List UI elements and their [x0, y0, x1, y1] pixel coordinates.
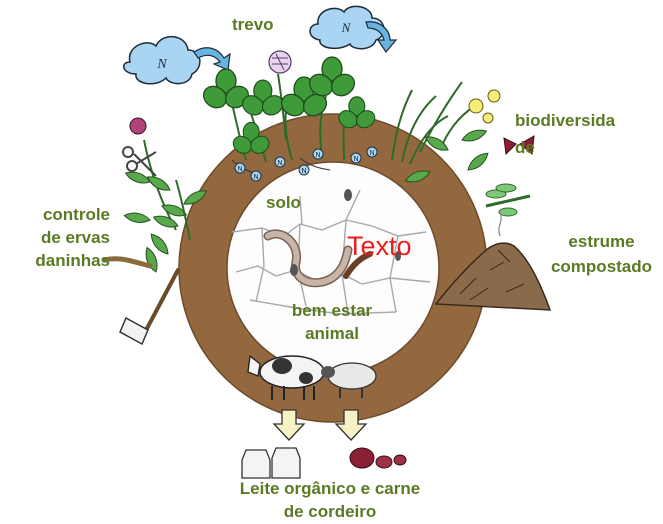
- products-label-line1: Leite orgânico e carne: [200, 478, 460, 499]
- thistle-plant-icon: [124, 118, 188, 230]
- clover-flower-icon: [269, 51, 291, 73]
- cloud-letter: N: [156, 57, 167, 72]
- milk-carton-icon: [242, 448, 300, 478]
- biodiversity-label-line2: de: [515, 137, 535, 158]
- biodiversity-label-line1: biodiversida: [515, 110, 615, 131]
- nitrogen-cloud-icon: N: [124, 37, 200, 84]
- compost-label-line1: estrume: [540, 231, 663, 252]
- lamb-meat-icon: [350, 448, 406, 468]
- animal-welfare-label-line2: animal: [272, 323, 392, 344]
- products-label-line2: de cordeiro: [200, 501, 460, 522]
- weed-control-label-line1: controle: [0, 204, 110, 225]
- animal-welfare-label-line1: bem estar: [272, 300, 392, 321]
- compost-label-line2: compostado: [540, 256, 663, 277]
- soil-label: solo: [266, 192, 301, 213]
- weed-control-label-line2: de ervas: [0, 227, 110, 248]
- dragonfly-icon: [486, 184, 530, 216]
- hoe-tool-icon: [104, 259, 178, 344]
- clover-label: trevo: [232, 14, 274, 35]
- cloud-letter: N: [341, 20, 352, 35]
- scissors-icon: [123, 147, 156, 176]
- placeholder-text: Texto: [347, 230, 412, 262]
- weed-control-label-line3: daninhas: [0, 250, 110, 271]
